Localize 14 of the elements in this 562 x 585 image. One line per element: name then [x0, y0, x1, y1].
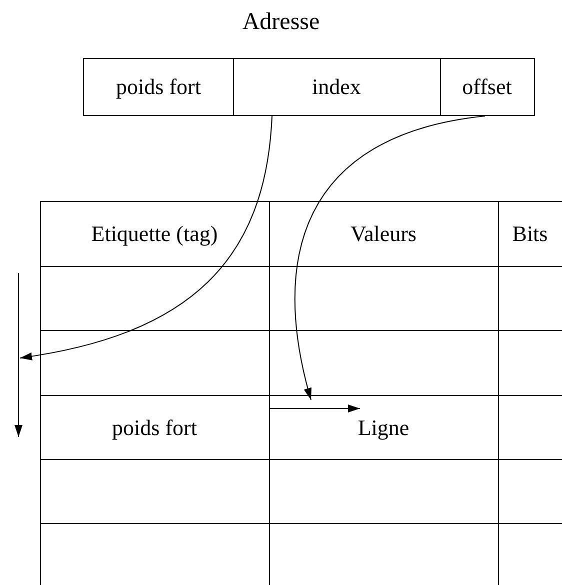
column-heading: Valeurs [350, 221, 416, 246]
column-heading: Etiquette (tag) [91, 221, 218, 246]
table-entry: poids fort [112, 415, 197, 440]
arrow [294, 116, 486, 400]
field-label: poids fort [116, 76, 201, 98]
address-field [83, 58, 234, 116]
field-label: index [312, 76, 361, 98]
column-heading: Bits [512, 221, 548, 246]
table-entry: Ligne [358, 415, 410, 440]
arrow [20, 116, 272, 360]
diagram-title: Adresse [241, 10, 321, 34]
field-label: offset [462, 76, 512, 98]
address-field [233, 58, 441, 116]
address-field [440, 58, 535, 116]
